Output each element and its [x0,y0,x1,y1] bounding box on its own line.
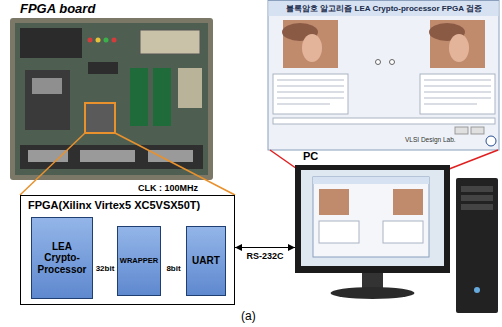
button [455,127,468,134]
node-label: PC [303,150,458,162]
ram-module [153,68,171,126]
process-box: UART [186,226,226,296]
component-block [25,70,70,130]
input-field [273,118,495,124]
monitor-bezel [295,165,450,273]
component-block [178,68,202,108]
screen-text-area [383,221,423,243]
button [471,127,484,134]
screen-image [319,189,349,215]
radio-button [390,60,395,65]
monitor-outline [295,165,450,300]
test-image [430,20,485,68]
component-chip [32,78,62,94]
text-area [273,74,348,114]
monitor-neck [362,273,383,289]
monitor-screen [301,170,444,266]
process-box: WRAPPER [117,226,161,296]
connector [148,150,193,162]
text-area [420,74,495,114]
screenshot-window [268,1,499,151]
edge-label: 32bit [95,264,116,273]
fpga-chip [85,103,115,133]
image-detail [449,34,469,62]
board-photo [10,18,213,180]
window-title: 블록암호 알고리즘 LEA Crypto-processor FPGA 검증 [270,3,498,14]
radio-button [376,60,381,65]
node-label: WRAPPER [119,257,159,266]
connector [28,150,68,162]
connector [80,150,135,162]
connector-arrow [235,247,295,248]
connector-panel [20,28,82,58]
led [96,38,101,43]
lab-name: VLSI Design Lab. [405,136,456,143]
photo-title: FPGA board [20,1,95,16]
pc-tower [456,178,498,313]
zoom-line [444,150,498,171]
ram-module [130,68,148,126]
node-label: LEA Crypto-Processor [34,241,90,276]
node-label: UART [189,255,223,267]
pc-monitor: PC [295,165,450,300]
test-image [283,20,338,68]
text-lines [277,80,491,104]
led [112,38,117,43]
screen-image [393,189,423,215]
led [88,38,93,43]
node-label: FPGA(Xilinx Virtex5 XC5VSX50T) [21,196,234,211]
screen-title-bar [313,177,429,184]
bottom-connectors [20,145,203,169]
edge-label: 8bit [165,264,181,273]
drive-bay [461,186,493,192]
image-detail [302,34,322,62]
process-box: LEA Crypto-Processor [31,217,93,299]
zoom-line [115,133,235,195]
monitor-base [331,287,415,299]
zoom-line [20,133,85,195]
component-chip [88,62,118,74]
fpga-box: FPGA(Xilinx Virtex5 XC5VSX50T) LEA Crypto… [20,195,235,305]
lcd-panel [140,30,200,54]
drive-bay [461,195,493,201]
led [104,38,109,43]
logo [486,136,496,146]
title-bar [269,1,499,16]
edge-label: RS-232C [245,251,284,261]
caption: (a) [241,309,256,323]
screen-window [313,177,429,257]
drive-bay [461,204,493,210]
screen-text-area [319,221,359,243]
pcb [15,23,208,175]
power-button [474,287,480,293]
clock-label: CLK : 100MHz [138,183,198,193]
